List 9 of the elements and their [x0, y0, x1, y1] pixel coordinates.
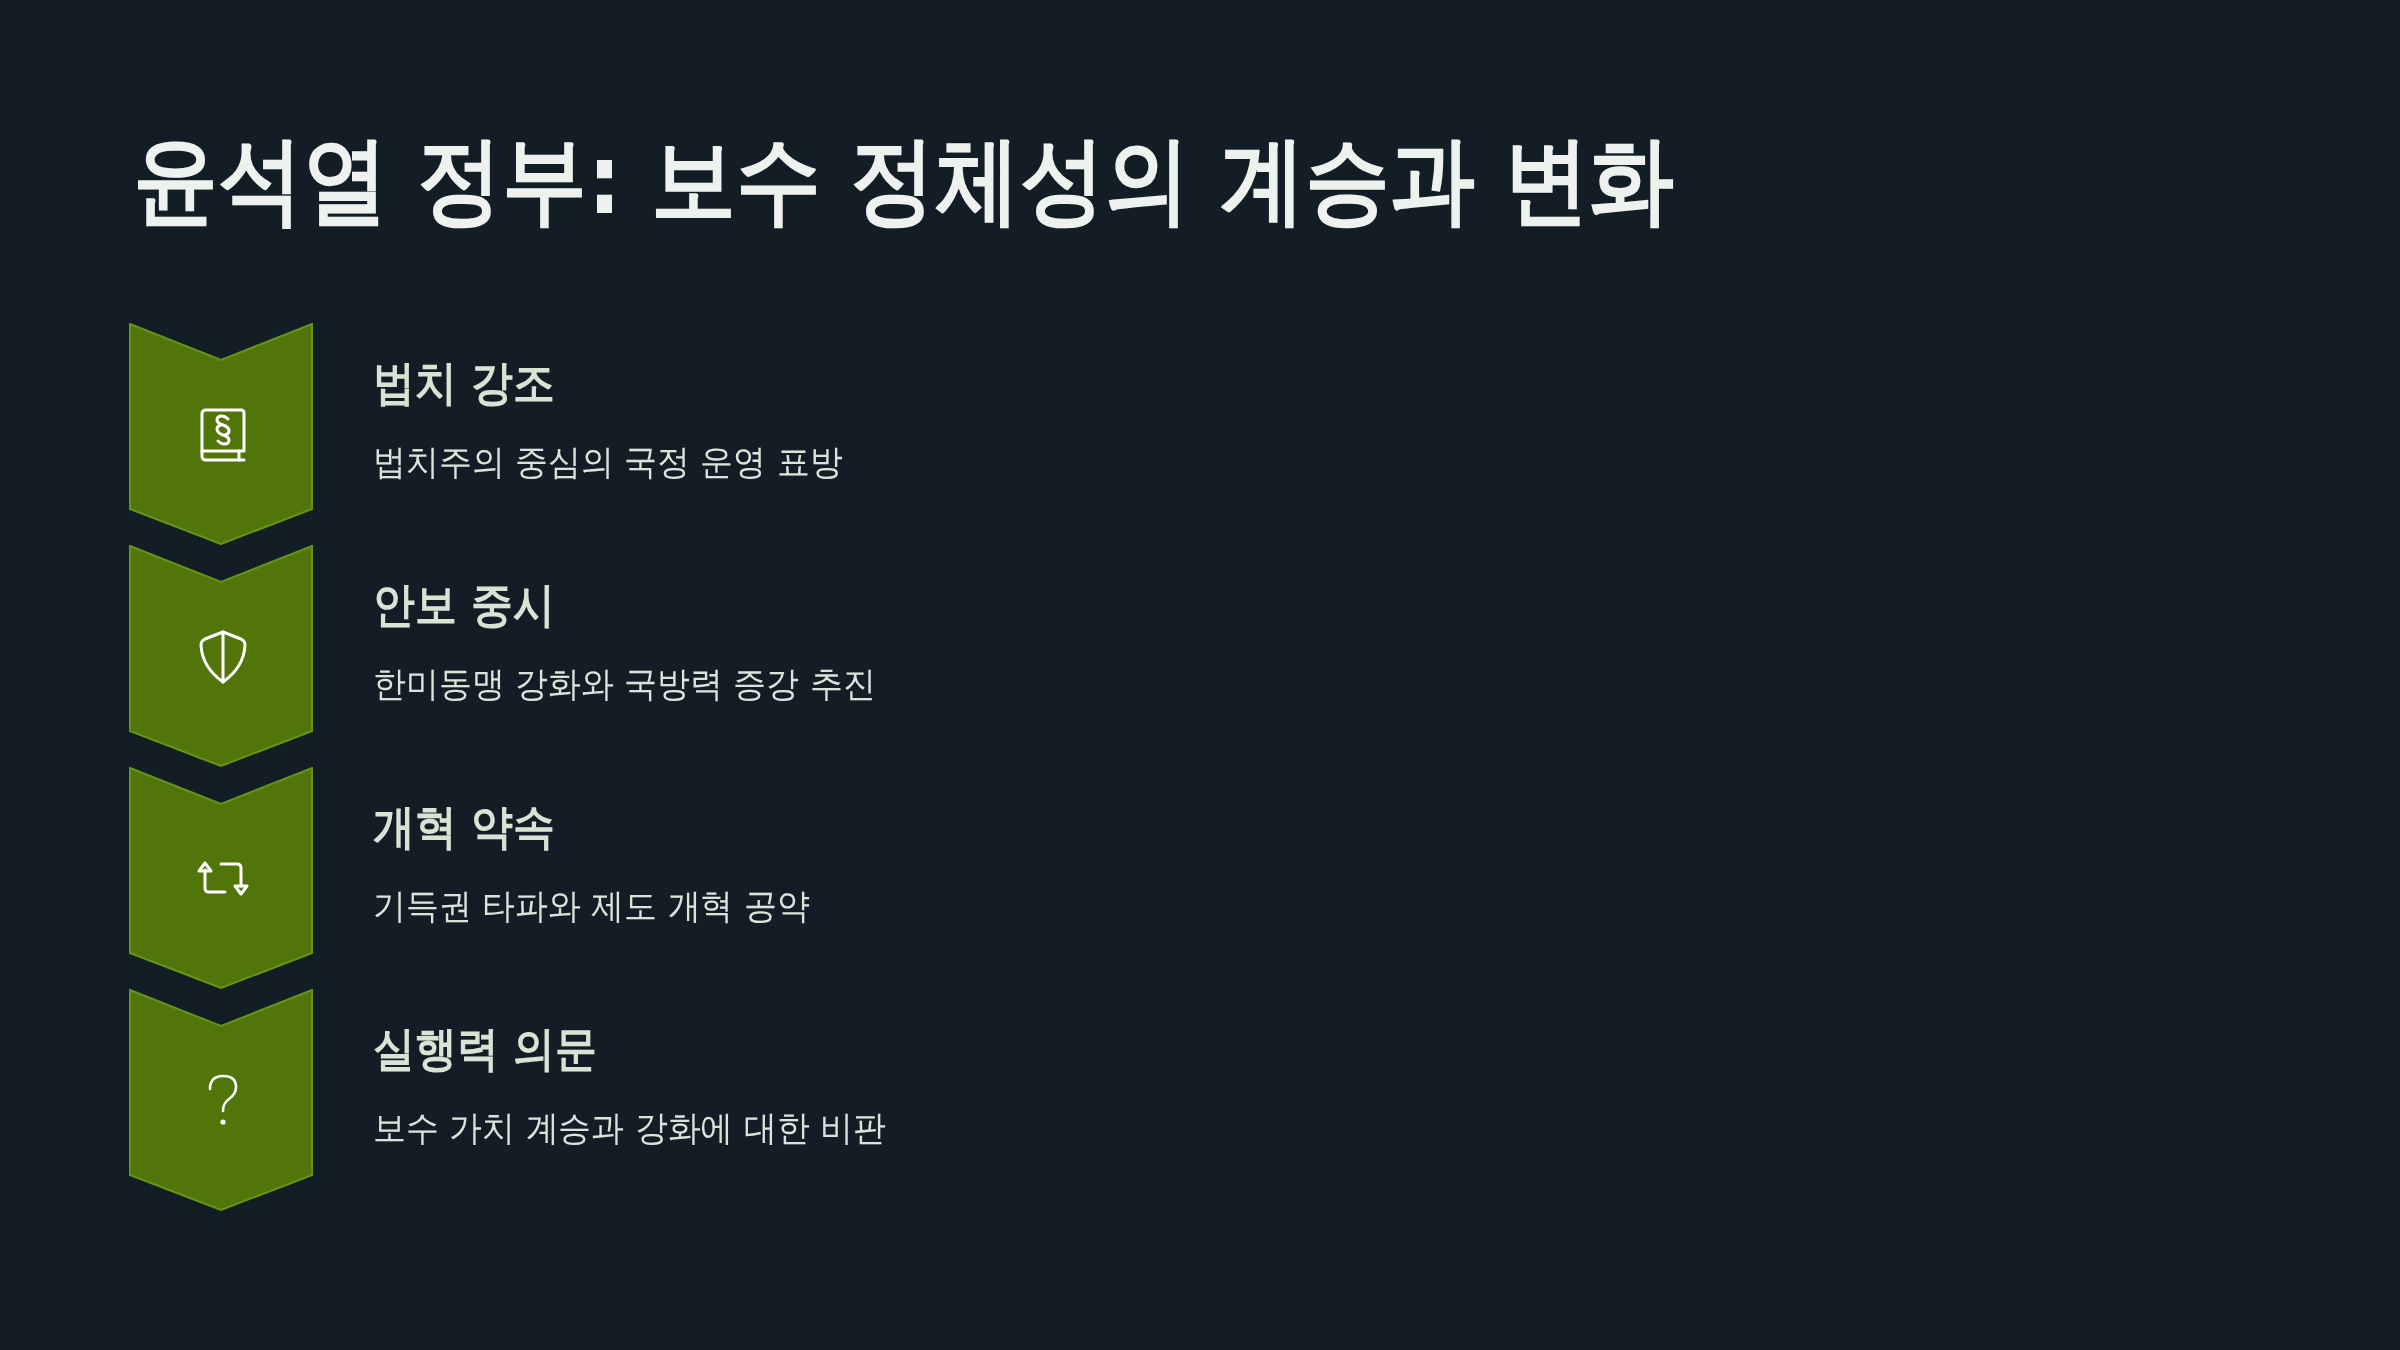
step-description: 법치주의 중심의 국정 운영 표방	[373, 441, 843, 483]
step-description: 한미동맹 강화와 국방력 증강 추진	[373, 663, 876, 705]
step-description: 보수 가치 계승과 강화에 대한 비판	[373, 1107, 886, 1149]
step-heading: 법치 강조	[373, 355, 555, 412]
step-description: 기득권 타파와 제도 개혁 공약	[373, 885, 810, 927]
step-heading: 실행력 의문	[373, 1021, 597, 1078]
step-heading: 안보 중시	[373, 577, 555, 634]
step-heading: 개혁 약속	[373, 799, 555, 856]
title: 윤석열 정부: 보수 정체성의 계승과 변화	[133, 123, 1675, 238]
